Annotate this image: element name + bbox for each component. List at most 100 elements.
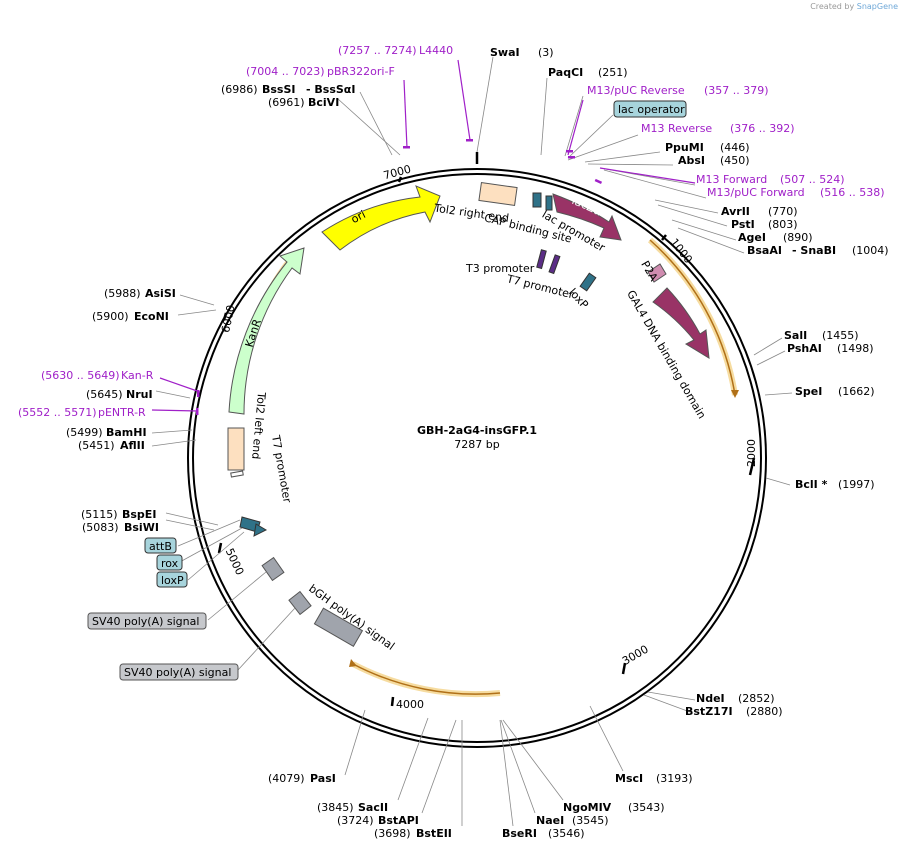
tick-5000: 5000 <box>223 546 247 577</box>
m13fwd-pos: (507 .. 524) <box>780 173 845 186</box>
tick-4000: 4000 <box>396 698 424 711</box>
pentr-name: pENTR-R <box>98 406 146 419</box>
attb-badge <box>144 537 177 554</box>
ppumi-name: PpuMI <box>665 141 704 154</box>
ticks <box>217 152 756 707</box>
bstz17i-pos: (2880) <box>746 705 783 718</box>
bstapi-name: BstAPI <box>378 814 419 827</box>
plasmid-length: 7287 bp <box>454 438 499 451</box>
kanr-primer-name: Kan-R <box>121 369 154 382</box>
m13rev-pos: (376 .. 392) <box>730 122 795 135</box>
econi-pos: (5900) <box>92 310 129 323</box>
bsteii-name: BstEII <box>416 827 452 840</box>
m13puc-rev-name: M13/pUC Reverse <box>587 84 685 97</box>
msci-pos: (3193) <box>656 772 693 785</box>
sv40-text-2: SV40 poly(A) signal <box>124 666 231 679</box>
ngomiv-name: NgoMIV <box>563 801 612 814</box>
ngomiv-pos: (3543) <box>628 801 665 814</box>
snapgene-logo: SnapGene <box>856 2 898 11</box>
psti-pos: (803) <box>768 218 798 231</box>
ndei-pos: (2852) <box>738 692 775 705</box>
kanr-primer-pos: (5630 .. 5649) <box>41 369 120 382</box>
bsiwi-pos: (5083) <box>82 521 119 534</box>
loxp-text: loxP <box>161 574 184 587</box>
bcivi-pos: (6961) <box>268 96 305 109</box>
bsssai-name: - BssSαI <box>306 83 355 96</box>
lac-operator-text: lac operator <box>618 103 685 116</box>
tick-2000: 2000 <box>745 439 758 467</box>
t7-left-label: T7 promoter <box>269 433 294 504</box>
pentr-pos: (5552 .. 5571) <box>18 406 97 419</box>
asisi-name: AsiSI <box>145 287 176 300</box>
naei-name: NaeI <box>536 814 564 827</box>
lac-operator-marker <box>532 192 542 208</box>
attb-arrow <box>253 523 268 537</box>
m13fwd-name: M13 Forward <box>696 173 767 186</box>
tol2-left-label: Tol2 left end <box>249 391 268 460</box>
backbone-outer <box>187 168 767 748</box>
msci-name: MscI <box>615 772 643 785</box>
t7-left-marker <box>230 470 244 478</box>
sv40-polya-2-feature <box>288 590 312 616</box>
tick-6000: 6000 <box>219 304 238 334</box>
agei-pos: (890) <box>783 231 813 244</box>
rox-badge <box>156 554 183 571</box>
m13puc-rev-pos: (357 .. 379) <box>704 84 769 97</box>
sali-name: SalI <box>784 329 807 342</box>
ori-feature <box>321 185 441 251</box>
bspei-name: BspEI <box>122 508 156 521</box>
bstapi-pos: (3724) <box>337 814 374 827</box>
pbr322-pos: (7004 .. 7023) <box>246 65 325 78</box>
econi-name: EcoNI <box>134 310 169 323</box>
bsaai-name: BsaAI <box>747 244 782 257</box>
tick-3000: 3000 <box>620 643 651 668</box>
bsssi-pos: (6986) <box>221 83 258 96</box>
sali-pos: (1455) <box>822 329 859 342</box>
tol2-left-feature <box>227 427 245 471</box>
pbr322-name: pBR322ori-F <box>327 65 395 78</box>
avrii-pos: (770) <box>768 205 798 218</box>
gal4-feature <box>652 287 710 359</box>
bamhi-name: BamHI <box>106 426 147 439</box>
psti-name: PstI <box>731 218 755 231</box>
site-labels-left: (3698) BstEII (3724) BstAPI (3845) SacII… <box>18 44 453 840</box>
bcli-name: BclI * <box>795 478 828 491</box>
spei-pos: (1662) <box>838 385 875 398</box>
m13puc-fwd-pos: (516 .. 538) <box>820 186 885 199</box>
sacii-pos: (3845) <box>317 801 354 814</box>
kanr-feature <box>228 247 305 415</box>
m13rev-name: M13 Reverse <box>641 122 712 135</box>
feature-badges: attB rox loxP SV40 poly(A) signal SV40 p… <box>87 537 239 681</box>
l4440-pos: (7257 .. 7274) <box>338 44 417 57</box>
lacz-alpha-feature <box>552 193 622 241</box>
m13puc-fwd-name: M13/pUC Forward <box>707 186 805 199</box>
sacii-name: SacII <box>358 801 388 814</box>
spei-name: SpeI <box>795 385 822 398</box>
site-labels-right: SwaI (3) PaqCI (251) M13/pUC Reverse (35… <box>490 46 889 840</box>
bstz17i-name: BstZ17I <box>685 705 733 718</box>
sv40-badge-1 <box>87 612 207 630</box>
t3-marker <box>536 249 547 270</box>
absi-pos: (450) <box>720 154 750 167</box>
pasi-name: PasI <box>310 772 336 785</box>
paqci-name: PaqCI <box>548 66 583 79</box>
bsaai-pos: (1004) <box>852 244 889 257</box>
swai-pos: (3) <box>538 46 554 59</box>
l4440-name: L4440 <box>419 44 453 57</box>
primer-marks <box>196 139 603 415</box>
ndei-name: NdeI <box>696 692 725 705</box>
sv40-polya-1-feature <box>261 556 285 582</box>
pasi-pos: (4079) <box>268 772 305 785</box>
agei-name: AgeI <box>738 231 766 244</box>
tol2-right-feature <box>478 182 518 206</box>
backbone-inner <box>192 173 762 743</box>
bsiwi-name: BsiWI <box>124 521 159 534</box>
primer-lines <box>151 59 696 412</box>
leader-lines <box>151 56 793 827</box>
bamhi-pos: (5499) <box>66 426 103 439</box>
lac-operator-badge <box>613 100 687 118</box>
aflii-name: AflII <box>120 439 145 452</box>
rox-text: rox <box>161 557 179 570</box>
loxp-badge <box>156 571 188 588</box>
